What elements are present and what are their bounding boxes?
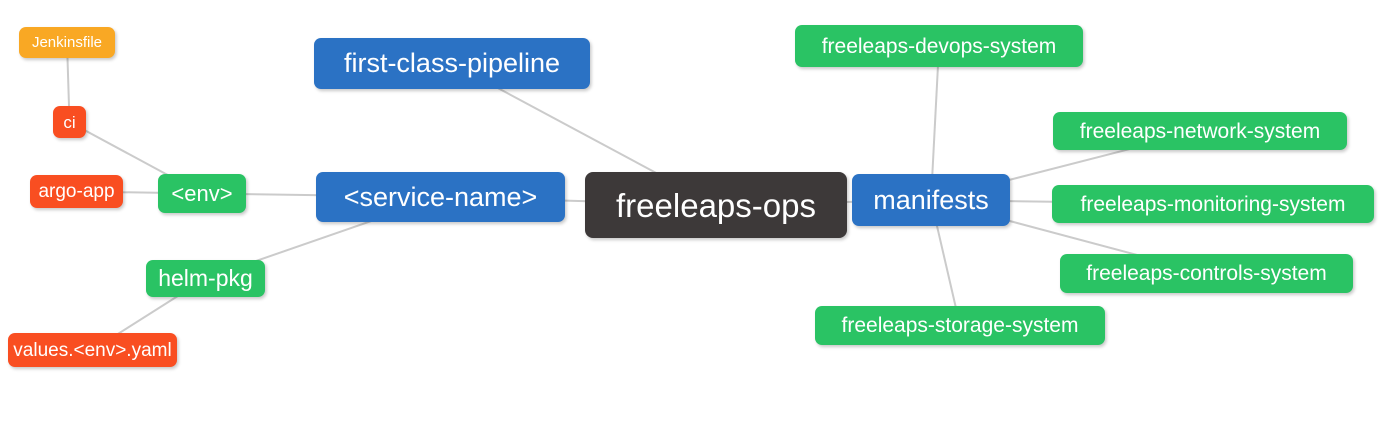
node-freeleaps-devops-system[interactable]: freeleaps-devops-system: [795, 25, 1083, 67]
node-freeleaps-monitoring-system[interactable]: freeleaps-monitoring-system: [1052, 185, 1374, 223]
node-service-name[interactable]: <service-name>: [316, 172, 565, 222]
node-jenkinsfile[interactable]: Jenkinsfile: [19, 27, 115, 58]
node-helm-pkg[interactable]: helm-pkg: [146, 260, 265, 297]
node-freeleaps-controls-system[interactable]: freeleaps-controls-system: [1060, 254, 1353, 293]
node-env[interactable]: <env>: [158, 174, 246, 213]
node-freeleaps-ops[interactable]: freeleaps-ops: [585, 172, 847, 238]
node-values-env-yaml[interactable]: values.<env>.yaml: [8, 333, 177, 367]
node-argo-app[interactable]: argo-app: [30, 175, 123, 208]
node-freeleaps-network-system[interactable]: freeleaps-network-system: [1053, 112, 1347, 150]
node-ci[interactable]: ci: [53, 106, 86, 138]
node-manifests[interactable]: manifests: [852, 174, 1010, 226]
node-first-class-pipeline[interactable]: first-class-pipeline: [314, 38, 590, 89]
node-freeleaps-storage-system[interactable]: freeleaps-storage-system: [815, 306, 1105, 345]
